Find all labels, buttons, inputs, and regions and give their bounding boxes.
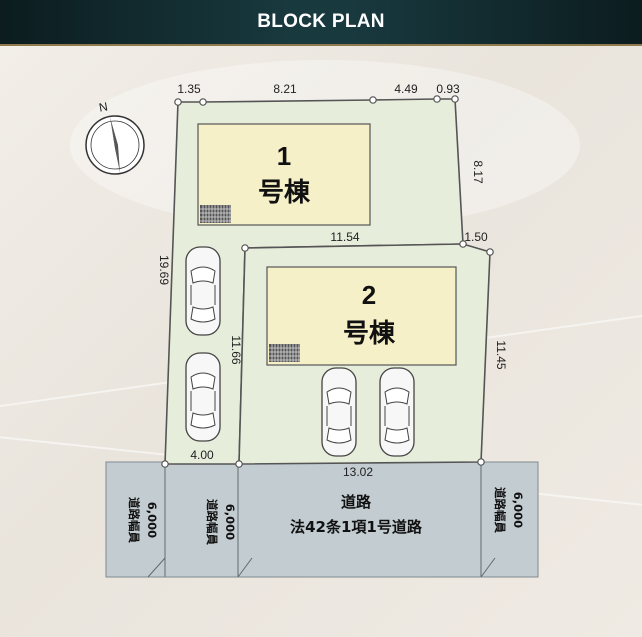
dimension-bottom-right: 13.02	[343, 465, 373, 479]
road-width-value-right: 6,000	[511, 492, 525, 528]
page-title: BLOCK PLAN	[257, 11, 385, 32]
dimension-lot2-top-right: 1.50	[464, 230, 488, 244]
road-width-value-middle: 6,000	[223, 504, 237, 540]
road-type: 法42条1項1号道路	[290, 518, 423, 536]
lot-1-number: 1	[277, 141, 291, 171]
dimension-top-d: 0.93	[436, 82, 460, 96]
title-bar	[0, 0, 642, 46]
road-corner-cut	[237, 557, 253, 578]
lot-2-name: 号棟	[343, 318, 396, 348]
dimension-top-a: 1.35	[177, 82, 201, 96]
dimension-bottom-left: 4.00	[190, 448, 214, 462]
entrance-grid-1	[200, 205, 231, 223]
road-width-label-middle: 道路幅員	[205, 499, 219, 545]
lot-2-number: 2	[362, 280, 376, 310]
road-width-value-left: 6,000	[145, 502, 159, 538]
dimension-lot2-right: 11.45	[494, 340, 508, 369]
road-band	[105, 461, 539, 578]
dimension-top-c: 4.49	[394, 82, 418, 96]
car-icon	[185, 352, 221, 442]
car-icon	[321, 367, 357, 457]
road-corner-cut	[147, 557, 166, 578]
car-icon	[379, 367, 415, 457]
lot-1-name: 号棟	[258, 177, 311, 207]
road-corner-cut	[480, 557, 496, 578]
dimension-lot2-left: 11.66	[229, 335, 243, 364]
boundary-markers	[161, 95, 494, 468]
dimension-left: 19.69	[157, 255, 171, 285]
dimension-right-upper: 8.17	[471, 160, 485, 184]
road-name: 道路	[341, 493, 372, 511]
dimension-top-b: 8.21	[273, 82, 297, 96]
road-width-label-left: 道路幅員	[127, 497, 141, 543]
dimension-lot2-top: 11.54	[330, 230, 359, 244]
entrance-grid-2	[269, 344, 300, 362]
compass-north-label: N	[98, 99, 109, 114]
road-width-label-right: 道路幅員	[493, 487, 507, 533]
compass-icon	[85, 115, 145, 175]
car-icon	[185, 246, 221, 336]
